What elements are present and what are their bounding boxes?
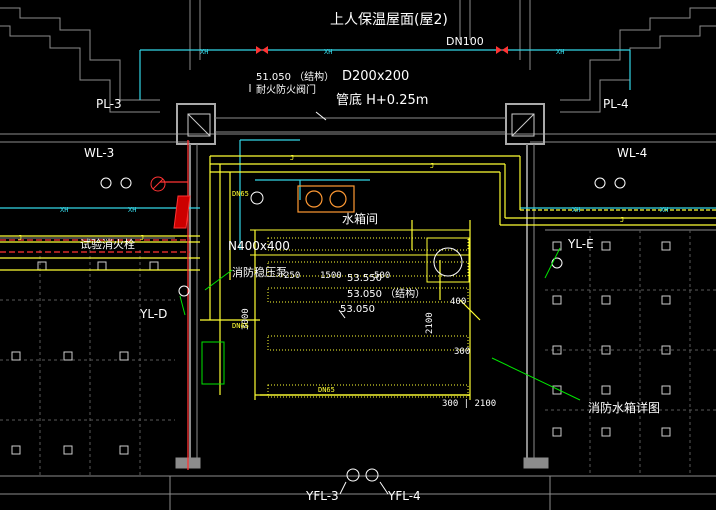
dim-500: 500 bbox=[374, 271, 390, 281]
pump-label: 消防稳压泵 bbox=[232, 265, 287, 279]
yl-right-label: YL-E bbox=[567, 237, 594, 251]
dim-250: 250 bbox=[284, 271, 300, 281]
wl-right-label: WL-4 bbox=[617, 146, 647, 160]
dim-300-2100: 300 | 2100 bbox=[442, 399, 496, 409]
dim-2100: 2100 bbox=[425, 312, 435, 334]
dim-300: 300 bbox=[454, 347, 470, 357]
pipe-xh-label: XH bbox=[128, 206, 136, 214]
pipe-xh-label: XH bbox=[324, 48, 332, 56]
roof-grid-left bbox=[0, 250, 175, 476]
dim-1500: 1500 bbox=[320, 271, 342, 281]
elevation-label-2: 53.550 bbox=[347, 273, 382, 284]
tank-room-label: 水箱间 bbox=[342, 211, 378, 226]
pipe-j-label: J bbox=[290, 154, 294, 162]
pipe-j-label: J bbox=[140, 234, 144, 242]
pipe-xh-label: XH bbox=[556, 48, 564, 56]
annotation-leaders bbox=[249, 84, 389, 495]
pipe-dn-label: DN65 bbox=[232, 322, 249, 330]
pipe-j-label: J bbox=[18, 234, 22, 242]
roof-title: 上人保温屋面(屋2) bbox=[330, 12, 448, 28]
water-supply-pipes bbox=[0, 49, 716, 250]
floor-drain-icons bbox=[11, 241, 671, 455]
elevation-label-3: 53.050 （结构） bbox=[347, 287, 425, 300]
dn-pipe-label: DN100 bbox=[446, 35, 484, 48]
roof-grid-right bbox=[545, 230, 716, 476]
yfl-right-label: YFL-4 bbox=[387, 489, 421, 503]
fire-valve-icon bbox=[150, 176, 166, 192]
yfl-left-label: YFL-3 bbox=[305, 489, 339, 503]
fire-valve-label: 耐火防火阀门 bbox=[256, 83, 316, 96]
pipe-xh-label: XH bbox=[572, 206, 580, 214]
elevation-label-1: 51.050 （结构） bbox=[256, 70, 334, 83]
duct-large-label: N400x400 bbox=[228, 239, 290, 253]
downpipe-icons bbox=[100, 177, 626, 482]
pipe-j-label: J bbox=[620, 216, 624, 224]
wl-left-label: WL-3 bbox=[84, 146, 114, 160]
dim-400: 400 bbox=[450, 297, 466, 307]
dim-3000: 3000 bbox=[241, 308, 251, 330]
pump-icon bbox=[297, 185, 355, 213]
pipe-dn-label: DN65 bbox=[318, 386, 335, 394]
tank-icon bbox=[201, 237, 470, 385]
leader-lines bbox=[179, 247, 581, 401]
pipe-xh-label: XH bbox=[660, 206, 668, 214]
pl-right-label: PL-4 bbox=[603, 97, 629, 111]
pump-icon bbox=[250, 191, 264, 205]
pipe-xh-label: XH bbox=[200, 48, 208, 56]
duct-shaft-icons bbox=[187, 113, 535, 137]
drainage-pipes bbox=[0, 155, 716, 400]
valve-icon bbox=[256, 46, 508, 54]
tank-detail-label: 消防水箱详图 bbox=[588, 400, 660, 415]
fire-cabinet-label: 试验消火栓 bbox=[80, 237, 135, 251]
elevation-label-4: 53.050 bbox=[340, 304, 375, 315]
tank-slabs bbox=[267, 237, 469, 398]
pipe-dn-label: DN65 bbox=[232, 190, 249, 198]
yl-left-label: YL-D bbox=[139, 307, 167, 321]
pipe-j-label: J bbox=[430, 162, 434, 170]
pl-left-label: PL-3 bbox=[96, 97, 122, 111]
duct-size-label: D200x200 bbox=[342, 69, 409, 84]
pipe-xh-label: XH bbox=[60, 206, 68, 214]
fire-hydrant-icon bbox=[173, 195, 191, 229]
duct-bottom-label: 管底 H+0.25m bbox=[336, 92, 428, 108]
